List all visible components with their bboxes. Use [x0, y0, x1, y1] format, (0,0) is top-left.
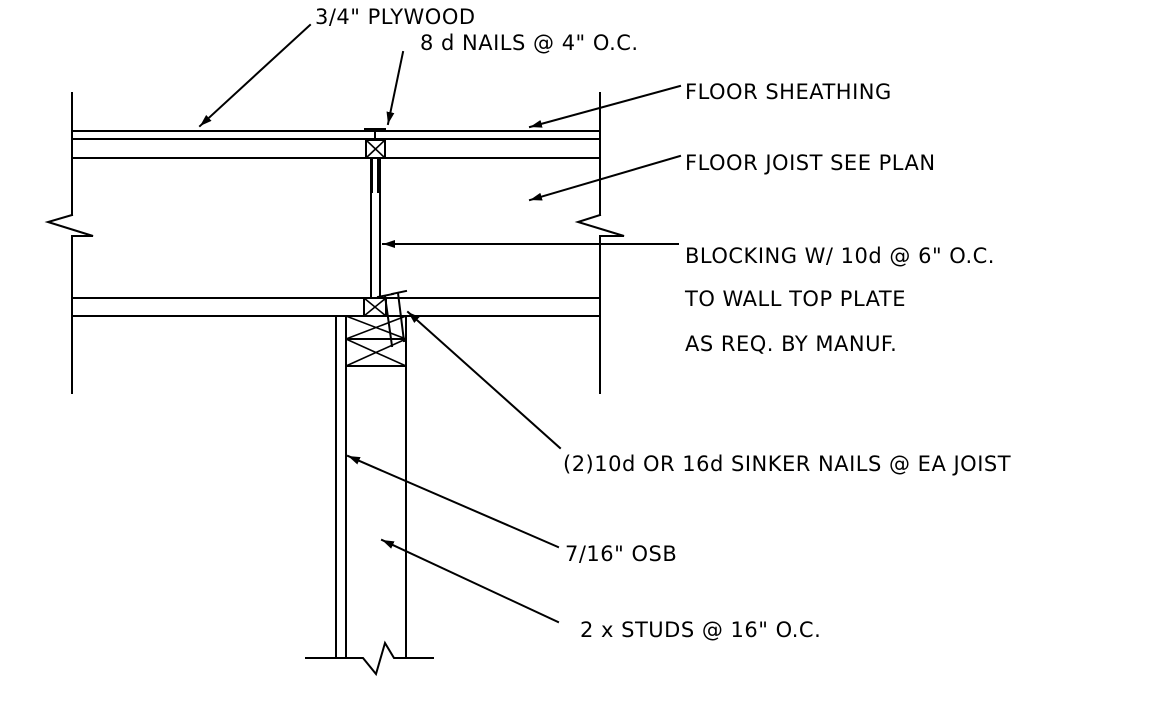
label-blocking-3: AS REQ. BY MANUF. [685, 332, 897, 356]
label-floor-sheathing: FLOOR SHEATHING [685, 80, 892, 104]
leader-floor-joist [528, 154, 682, 202]
labels: 3/4" PLYWOOD 8 d NAILS @ 4" O.C. FLOOR S… [315, 5, 1011, 642]
wall-studs [305, 315, 434, 677]
floor-sheathing [71, 130, 601, 159]
label-blocking-2: TO WALL TOP PLATE [684, 287, 906, 311]
section-boundary [44, 92, 625, 394]
leader-floor-sheathing [528, 84, 682, 129]
leader-8d-nails [386, 50, 405, 126]
leader-plywood [198, 23, 312, 128]
sinker-nails [376, 289, 408, 348]
leader-osb [346, 454, 560, 549]
leader-lines [198, 23, 682, 624]
wall-top-plate [71, 297, 601, 367]
label-osb: 7/16" OSB [565, 542, 677, 566]
label-plywood: 3/4" PLYWOOD [315, 5, 476, 29]
label-8d-nails: 8 d NAILS @ 4" O.C. [420, 31, 639, 55]
leader-sinker-nails [406, 310, 562, 450]
label-studs: 2 x STUDS @ 16" O.C. [580, 618, 821, 642]
label-sinker-nails: (2)10d OR 16d SINKER NAILS @ EA JOIST [563, 452, 1011, 476]
blocking [370, 157, 381, 299]
label-blocking-1: BLOCKING W/ 10d @ 6" O.C. [685, 244, 995, 268]
label-floor-joist: FLOOR JOIST SEE PLAN [685, 151, 936, 175]
leader-studs [380, 538, 560, 624]
